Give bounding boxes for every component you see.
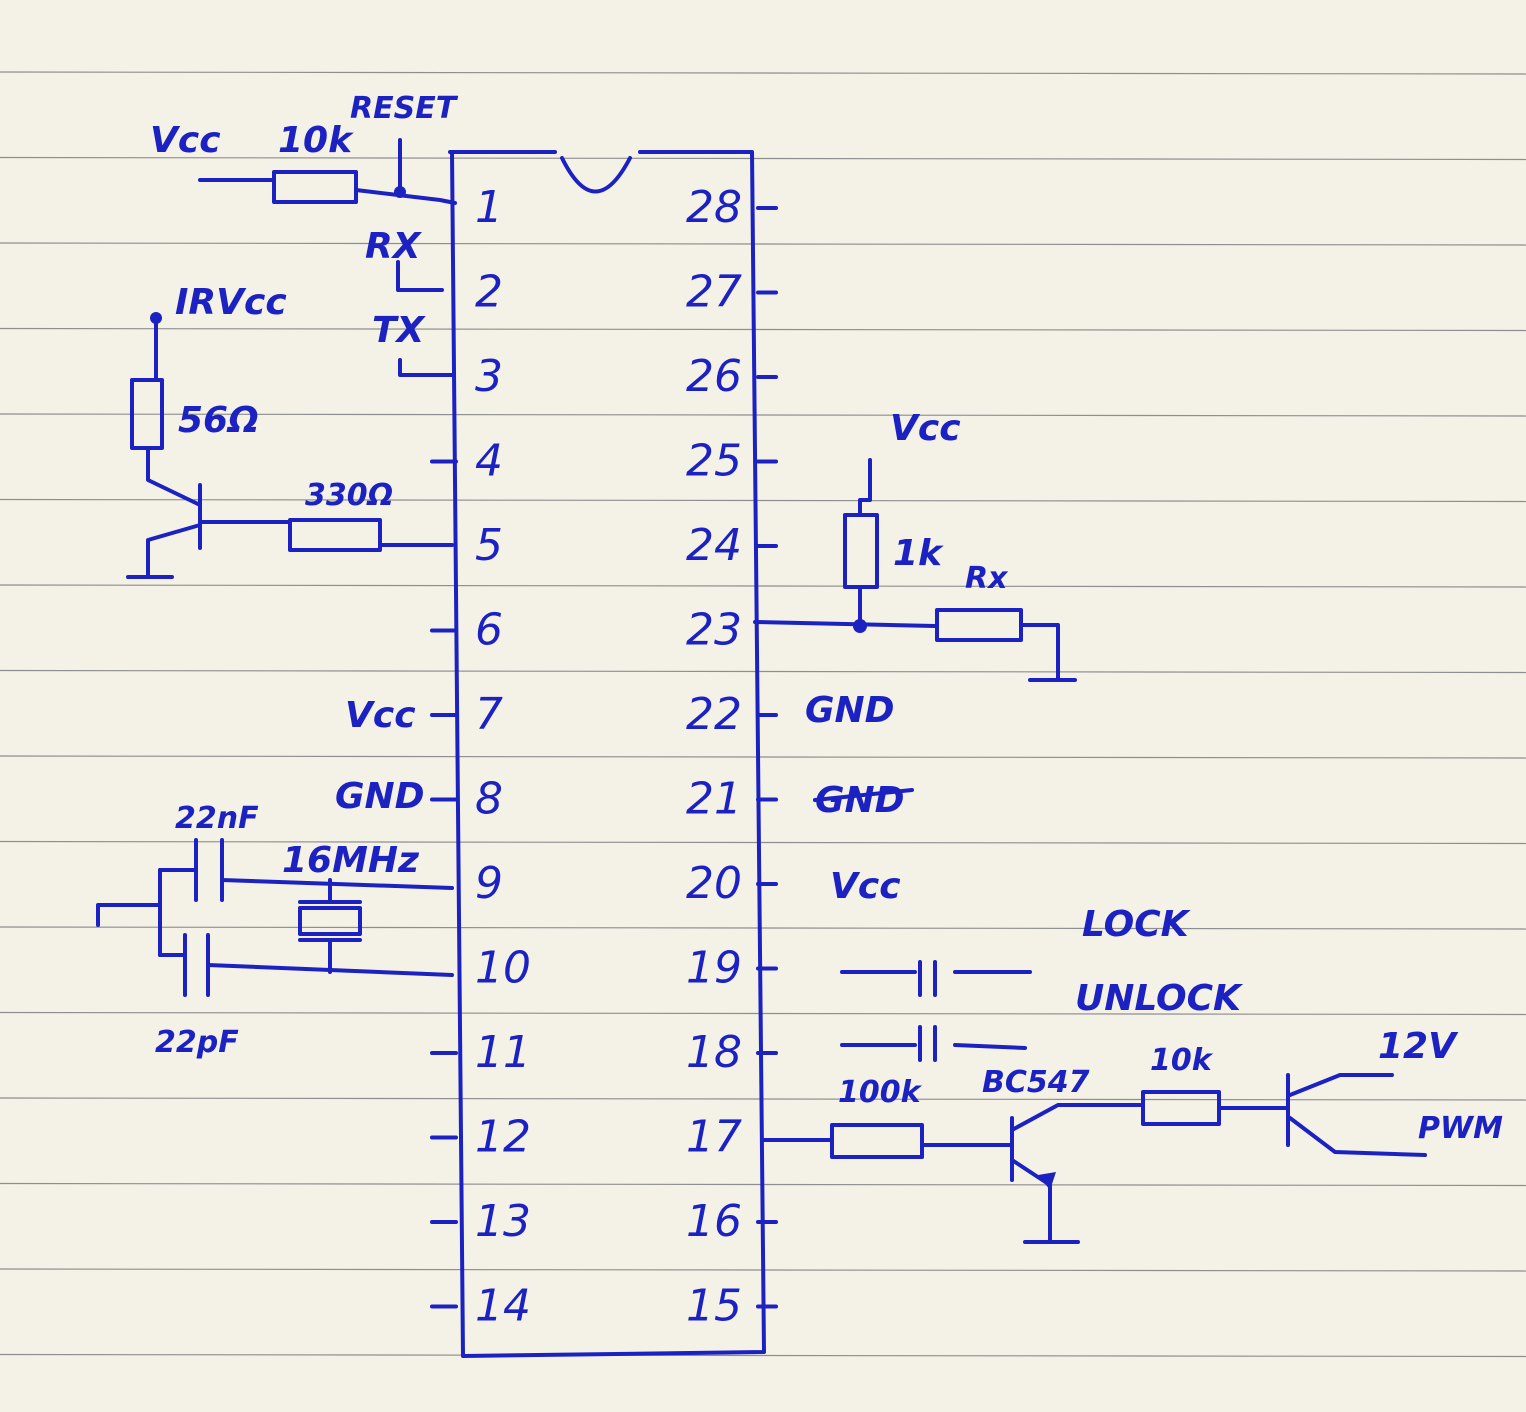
- right-pin-number: 26: [686, 351, 742, 402]
- left-pin-number: 7: [475, 689, 503, 740]
- resistor-100k-label: 100k: [838, 1075, 923, 1110]
- reset-resistor-label: 10k: [278, 120, 354, 161]
- right-pin-number: 18: [686, 1027, 742, 1078]
- left-power-labels: Vcc GND: [335, 695, 425, 817]
- resistor-10k-out-label: 10k: [1150, 1043, 1214, 1078]
- vcc-reset-label: Vcc: [150, 120, 221, 161]
- right-power-labels: GND GND Vcc: [805, 690, 914, 907]
- pin17-output-driver: 100k BC547 10k 12V PWM: [762, 1026, 1503, 1244]
- vcc-right-top-label: Vcc: [890, 408, 961, 449]
- right-pin-number: 24: [686, 520, 742, 571]
- ir-driver: IRVcc 56Ω 330Ω: [126, 282, 454, 579]
- right-pin-number: 25: [686, 436, 742, 487]
- pin23-network: Vcc 1k Rx: [753, 408, 1077, 682]
- right-pin-number: 27: [686, 267, 742, 318]
- gnd-pin21-label: GND: [815, 780, 905, 821]
- vcc-pin20-label: Vcc: [830, 866, 901, 907]
- left-pin-number: 1: [475, 182, 503, 233]
- gnd-pin8-label: GND: [335, 776, 425, 817]
- 12v-label: 12V: [1378, 1026, 1459, 1067]
- right-pin-number: 21: [686, 774, 742, 825]
- vcc-pin7-label: Vcc: [345, 695, 416, 736]
- transistor-label: BC547: [982, 1065, 1090, 1100]
- unlock-label: UNLOCK: [1075, 978, 1244, 1019]
- chip-notch: [560, 156, 632, 194]
- left-pin-number: 9: [475, 858, 503, 909]
- left-pin-number: 5: [475, 520, 503, 571]
- pullup-resistor-label: 1k: [893, 533, 944, 574]
- left-pin-number: 12: [475, 1112, 531, 1163]
- left-pin-number: 11: [475, 1027, 531, 1078]
- right-pin-number: 17: [686, 1112, 742, 1163]
- strikethrough-line: [813, 788, 914, 802]
- cap-bottom-label: 22pF: [155, 1025, 239, 1060]
- left-pin-number: 13: [475, 1196, 531, 1247]
- base-resistor-label: 330Ω: [305, 478, 393, 513]
- crystal-oscillator: 22nF 16MHz 22pF: [96, 801, 454, 1060]
- right-pin-number: 20: [686, 858, 742, 909]
- crystal-label: 16MHz: [282, 840, 420, 881]
- left-pin-number: 10: [475, 943, 531, 994]
- left-pin-number: 2: [475, 267, 503, 318]
- right-pin-number: 19: [686, 943, 742, 994]
- left-pin-number: 3: [475, 351, 503, 402]
- rx-label: RX: [365, 226, 423, 267]
- right-pin-number: 15: [686, 1281, 742, 1332]
- lock-unlock-switches: LOCK UNLOCK: [840, 904, 1244, 1062]
- right-pin-number: 16: [686, 1196, 742, 1247]
- ir-vcc-label: IRVcc: [175, 282, 287, 323]
- pwm-label: PWM: [1418, 1111, 1503, 1146]
- gnd-pin22-label: GND: [805, 690, 895, 731]
- microcontroller-chip: [448, 150, 766, 1358]
- serial-pins: RX TX: [365, 226, 454, 377]
- lock-label: LOCK: [1082, 904, 1192, 945]
- right-pin-number: 28: [686, 182, 742, 233]
- ir-resistor-label: 56Ω: [178, 400, 259, 441]
- left-pin-number: 8: [475, 774, 503, 825]
- cap-top-label: 22nF: [175, 801, 259, 836]
- left-pin-number: 4: [475, 436, 503, 487]
- left-pin-number: 14: [475, 1281, 531, 1332]
- pin-stubs: [430, 206, 778, 1309]
- tx-label: TX: [372, 310, 427, 351]
- right-pin-numbers: 28 27 26 25 24 23 22 21 20 19 18 17 16 15: [686, 182, 742, 1332]
- rx-resistor-label: Rx: [965, 561, 1009, 596]
- right-pin-number: 23: [686, 605, 742, 656]
- reset-label: RESET: [350, 91, 459, 126]
- left-pin-number: 6: [475, 605, 503, 656]
- reset-network: Vcc 10k RESET: [150, 91, 459, 205]
- right-pin-number: 22: [686, 689, 742, 740]
